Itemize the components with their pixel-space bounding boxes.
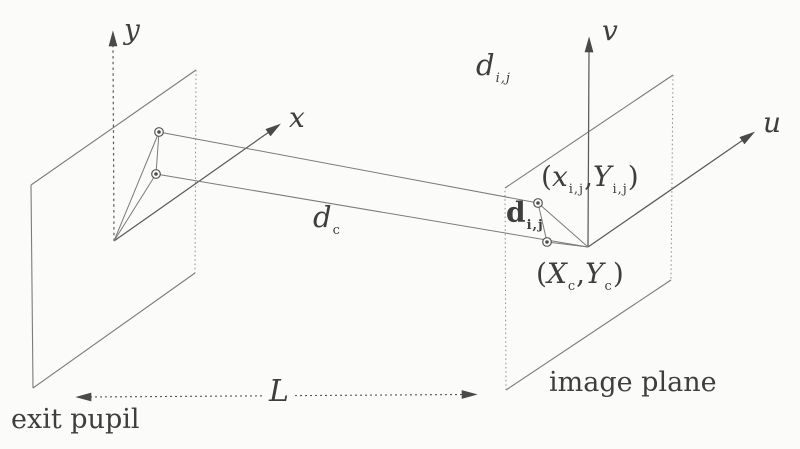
ray-centroid-to-spot-1 (537, 202, 589, 248)
ray-subaperture-to-image-spot (158, 131, 539, 204)
image-plane-left-edge (504, 187, 507, 391)
exit-pupil-right-edge (194, 69, 197, 274)
exit-pupil-plane (30, 69, 197, 389)
centroid-distance-label: dc (313, 200, 341, 238)
image-point-2 (542, 237, 552, 247)
image-plane-right-edge (670, 74, 674, 281)
ray-subaperture-to-centroid (155, 173, 589, 248)
ray-origin-to-subaperture-2 (113, 173, 157, 242)
x-axis (113, 123, 281, 242)
y-axis-label: y (124, 13, 140, 46)
u-axis (587, 131, 756, 248)
image-plane-caption: image plane (549, 367, 717, 398)
image-plane-bottom-edge (505, 279, 672, 391)
v-axis-label: v (602, 14, 618, 47)
exit-pupil-top-edge (30, 69, 197, 186)
centroid-coordinates-label: (Xc,Yc) (536, 257, 624, 294)
u-axis-label: u (763, 106, 782, 139)
exit-pupil-bottom-edge (32, 272, 196, 389)
x-axis-label: x (289, 101, 305, 134)
ray-origin-to-subaperture-1 (113, 131, 160, 242)
v-axis (584, 36, 594, 248)
image-separation-segment (537, 202, 548, 243)
image-separation-label: di,j (506, 196, 544, 233)
ray-centroid-to-spot-2 (546, 241, 589, 248)
pupil-separation-label: di,j (476, 48, 511, 86)
baseline-distance-label: L (264, 377, 294, 407)
exit-pupil-left-edge (30, 184, 34, 389)
pupil-point-2 (151, 169, 161, 179)
construction-lines (113, 131, 589, 248)
image-spot-coordinates-label: (xi,j,Yi,j) (541, 160, 639, 197)
image-point-1 (533, 198, 543, 208)
y-axis (108, 30, 118, 242)
pupil-separation-segment (155, 131, 160, 175)
exit-pupil-caption: exit pupil (11, 404, 140, 435)
pupil-point-1 (154, 127, 164, 137)
